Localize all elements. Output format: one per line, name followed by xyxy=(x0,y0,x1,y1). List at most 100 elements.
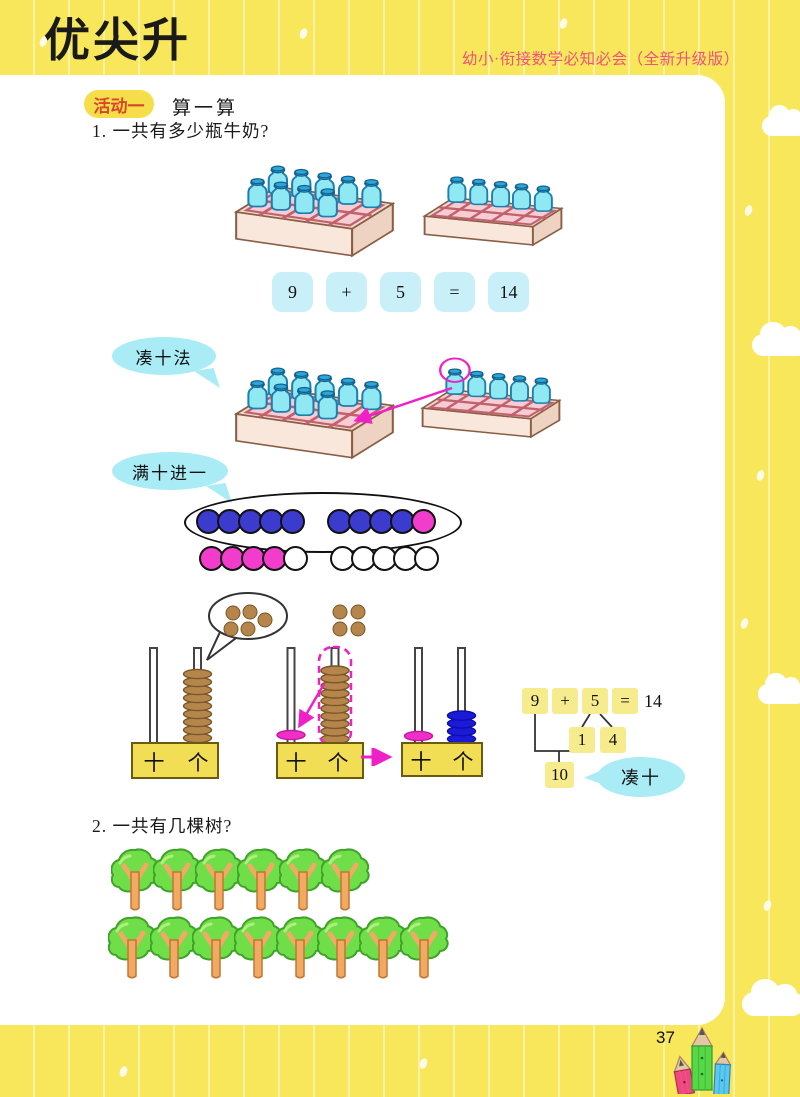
count-dot xyxy=(242,604,258,620)
equation-term-box: 5 xyxy=(380,272,421,312)
equation-term-box: 14 xyxy=(488,272,529,312)
tens-rod xyxy=(414,647,423,745)
tens-label: 十 xyxy=(411,750,432,774)
milk-bottle xyxy=(513,184,530,209)
tree xyxy=(195,849,242,909)
full-ten-carry-bubble: 满十进一 xyxy=(112,452,228,490)
abacus-step3: 十 个 xyxy=(401,647,483,777)
four-dots-group xyxy=(332,604,366,637)
eq2-sum: 14 xyxy=(644,691,662,711)
selected-bottle-circle xyxy=(438,357,471,383)
counter-white xyxy=(414,546,439,571)
make-ten-bubble: 凑十 xyxy=(597,757,685,797)
trees-illustration xyxy=(102,846,472,988)
equation-term-box: 9 xyxy=(272,272,313,312)
tens-label: 十 xyxy=(144,751,165,775)
question1-label: 1. 一共有多少瓶牛奶? xyxy=(92,121,270,141)
abacus-bead xyxy=(320,665,350,676)
speck-decoration xyxy=(558,17,569,30)
counter-white xyxy=(351,546,376,571)
milk-bottle xyxy=(448,177,465,202)
speck-decoration xyxy=(418,1057,429,1070)
activity-title: 算一算 xyxy=(172,98,239,119)
abacus-bead xyxy=(446,710,477,721)
count-dot xyxy=(257,612,273,628)
ones-label: 个 xyxy=(453,750,474,774)
tens-label: 十 xyxy=(286,751,307,775)
equation-row: 9 +5 = 14 xyxy=(272,272,529,312)
abacus-base xyxy=(401,742,483,777)
carry-arrow xyxy=(298,683,326,729)
cloud-decoration xyxy=(742,978,800,1016)
milk-bottle xyxy=(248,179,266,207)
move-arrow-overlay xyxy=(353,386,453,424)
counter-blue xyxy=(280,509,305,534)
equation-term-box: = xyxy=(434,272,475,312)
blue-pencil xyxy=(712,1051,732,1094)
milk-bottle xyxy=(295,186,313,214)
milk-bottle xyxy=(272,182,290,210)
tree xyxy=(108,917,155,977)
counter-blue xyxy=(196,509,221,534)
abacus-base xyxy=(131,742,219,779)
move-arrow xyxy=(353,386,453,424)
counter-magenta xyxy=(199,546,224,571)
abacus-step2: 十 个 xyxy=(276,645,364,779)
tree xyxy=(276,917,323,977)
milk-bottle xyxy=(339,176,357,204)
abacus-step1: 十 个 xyxy=(131,647,219,779)
cloud-decoration xyxy=(758,673,800,704)
speck-decoration xyxy=(743,204,754,217)
abacus-bead xyxy=(182,668,213,680)
counter-magenta xyxy=(220,546,245,571)
tree xyxy=(234,917,281,977)
book-subtitle: 幼小·衔接数学必知必会（全新升级版） xyxy=(462,51,740,68)
tree xyxy=(279,849,326,909)
green-pencil xyxy=(690,1026,714,1091)
counters-top-row xyxy=(196,509,436,534)
brand-logo: 优尖升 xyxy=(44,14,191,66)
tree xyxy=(153,849,200,909)
eq2-equals: = xyxy=(612,688,638,714)
abacus-bead xyxy=(403,730,434,742)
counter-blue xyxy=(327,509,352,534)
counter-white xyxy=(393,546,418,571)
counters-bottom-row xyxy=(199,546,439,571)
ones-label: 个 xyxy=(188,751,209,775)
speck-decoration xyxy=(118,1065,129,1078)
milk-bottle xyxy=(492,182,509,207)
abacus-bead xyxy=(276,729,306,741)
count-dot xyxy=(240,621,256,637)
add-five-thought-bubble xyxy=(206,592,288,661)
milk-bottle xyxy=(470,179,487,204)
page-number: 37 xyxy=(656,1028,675,1047)
tens-rod xyxy=(149,647,158,745)
counter-blue xyxy=(259,509,284,534)
make-ten-method-bubble: 凑十法 xyxy=(112,337,216,375)
milk-crate-nine xyxy=(226,133,404,259)
tree xyxy=(237,849,284,909)
milk-bottle xyxy=(319,189,337,217)
cloud-decoration xyxy=(762,105,800,136)
counter-magenta xyxy=(262,546,287,571)
count-dot xyxy=(332,621,348,637)
counter-blue xyxy=(217,509,242,534)
milk-crate-five-move xyxy=(415,357,567,446)
count-dot xyxy=(225,605,241,621)
eq2-ten: 10 xyxy=(545,762,574,788)
tree xyxy=(317,917,364,977)
eq2-part-1: 1 xyxy=(569,727,595,753)
counter-magenta xyxy=(411,509,436,534)
speck-decoration xyxy=(739,617,750,630)
tree xyxy=(192,917,239,977)
count-dot xyxy=(350,604,366,620)
equation-term-box: + xyxy=(326,272,367,312)
pink-pencil xyxy=(673,1055,696,1094)
tree xyxy=(321,849,368,909)
tree xyxy=(400,917,447,977)
speck-decoration xyxy=(298,27,309,40)
abacus-base xyxy=(276,742,364,779)
eq2-term-5: 5 xyxy=(582,688,608,714)
tree xyxy=(111,849,158,909)
